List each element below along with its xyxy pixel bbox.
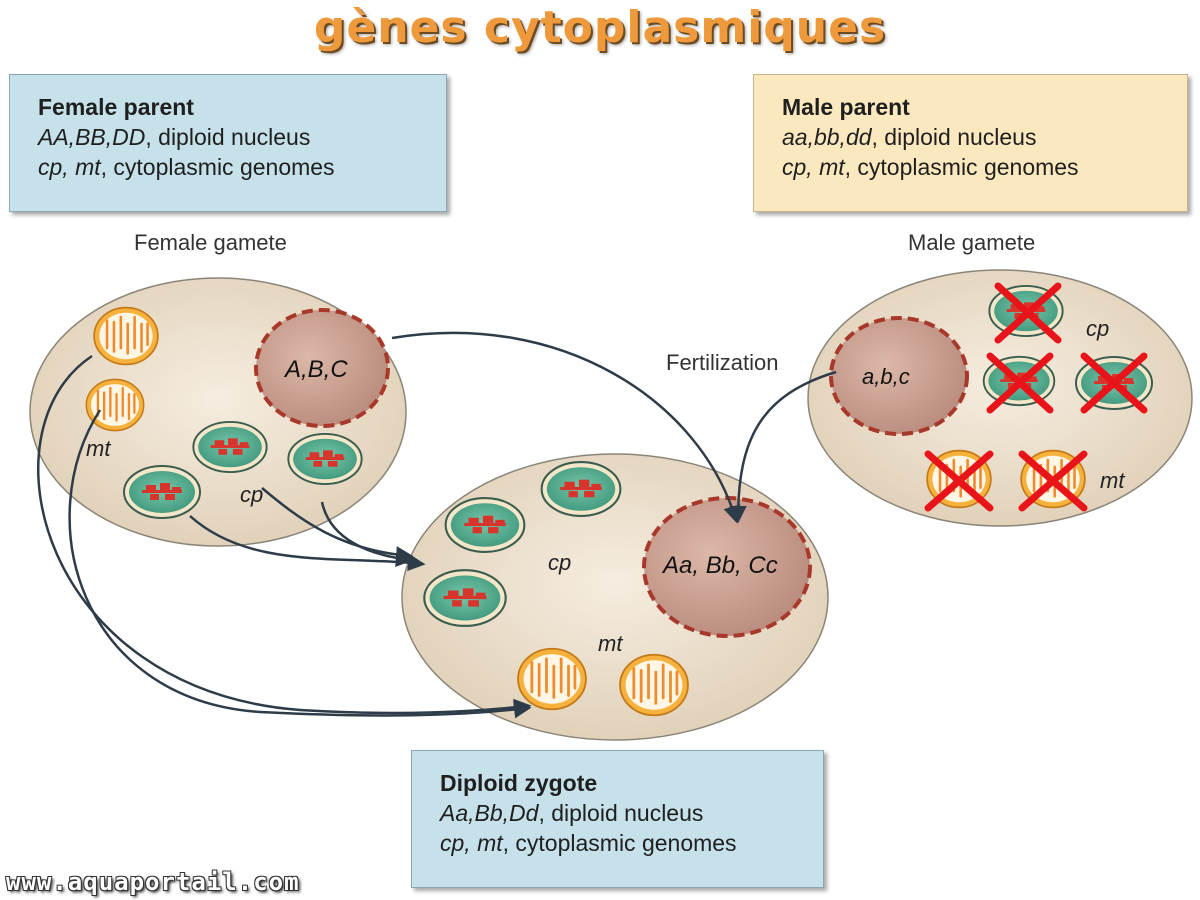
zygote-box: Diploid zygote Aa,Bb,Dd, diploid nucleus… <box>411 750 824 888</box>
chloroplast-icon <box>423 569 507 627</box>
description-text: , cytoplasmic genomes <box>502 830 737 856</box>
zygote-mt-label: mt <box>598 631 623 656</box>
male-mt-label: mt <box>1100 468 1125 493</box>
chloroplast-icon <box>287 432 363 486</box>
zygote-nucleus-line: Aa,Bb,Dd, diploid nucleus <box>440 798 795 828</box>
zygote-genomes-line: cp, mt, cytoplasmic genomes <box>440 828 795 858</box>
chloroplast-icon <box>192 420 268 474</box>
female-nucleus-label: A,B,C <box>285 356 348 383</box>
female-gamete-label: Female gamete <box>134 230 287 255</box>
male-nucleus-label: a,b,c <box>862 364 910 389</box>
genomes-text: cp, mt <box>440 830 503 856</box>
mitochondrion-icon <box>92 306 160 366</box>
male-parent-nucleus-line: aa,bb,dd, diploid nucleus <box>782 122 1159 152</box>
mitochondrion-icon <box>516 647 588 711</box>
fertilization-label: Fertilization <box>666 350 779 375</box>
female-parent-heading: Female parent <box>38 94 194 120</box>
female-parent-nucleus-line: AA,BB,DD, diploid nucleus <box>38 122 418 152</box>
description-text: , diploid nucleus <box>145 124 311 150</box>
male-nucleus <box>829 316 969 436</box>
genomes-text: cp, mt <box>782 154 845 180</box>
male-parent-genomes-line: cp, mt, cytoplasmic genomes <box>782 152 1159 182</box>
genotype-text: aa,bb,dd <box>782 124 872 150</box>
chloroplast-icon <box>540 460 622 518</box>
mitochondrion-icon <box>85 378 145 432</box>
zygote-cp-label: cp <box>548 550 572 575</box>
description-text: , diploid nucleus <box>871 124 1037 150</box>
chloroplast-icon <box>444 496 526 554</box>
genotype-text: AA,BB,DD <box>38 124 146 150</box>
description-text: , cytoplasmic genomes <box>100 154 335 180</box>
female-parent-box: Female parent AA,BB,DD, diploid nucleus … <box>9 74 447 212</box>
description-text: , diploid nucleus <box>538 800 704 826</box>
male-parent-box: Male parent aa,bb,dd, diploid nucleus cp… <box>753 74 1188 212</box>
genotype-text: Aa,Bb,Dd <box>440 800 539 826</box>
mitochondrion-icon <box>618 653 690 717</box>
page-title: gènes cytoplasmiques <box>313 2 887 53</box>
female-nucleus <box>254 308 390 428</box>
genomes-text: cp, mt <box>38 154 101 180</box>
male-cp-label: cp <box>1086 316 1110 341</box>
male-gamete-label: Male gamete <box>908 230 1036 255</box>
cross-icon <box>924 282 1148 512</box>
chloroplast-icon <box>122 464 202 520</box>
inheritance-arrows <box>37 331 837 719</box>
zygote-nucleus-label: Aa, Bb, Cc <box>663 552 778 579</box>
description-text: , cytoplasmic genomes <box>844 154 1079 180</box>
female-cp-label: cp <box>240 482 264 507</box>
female-parent-genomes-line: cp, mt, cytoplasmic genomes <box>38 152 418 182</box>
zygote-heading: Diploid zygote <box>440 770 598 796</box>
female-mt-label: mt <box>86 436 111 461</box>
watermark-text: www.aquaportail.com <box>6 868 300 896</box>
male-parent-heading: Male parent <box>782 94 910 120</box>
